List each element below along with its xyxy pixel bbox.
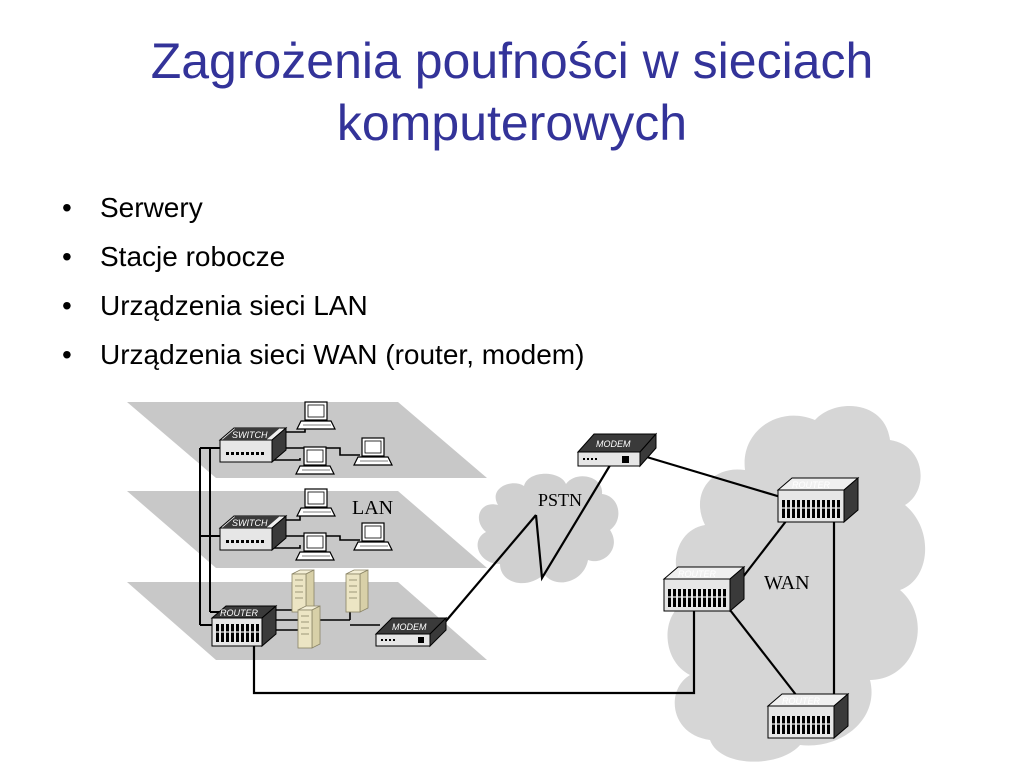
bullet-item: • Serwery [58,186,584,235]
wan-links [252,453,836,701]
bullet-item: • Urządzenia sieci WAN (router, modem) [58,333,584,382]
wan-router-top: ROUTER [777,477,859,523]
switch-label: SWITCH [232,430,268,440]
wan-label: WAN [764,572,810,594]
slide-title-line-1: Zagrożenia poufności w sieciach [150,33,874,89]
bullet-item: • Stacje robocze [58,235,584,284]
slide-title: Zagrożenia poufności w sieciach komputer… [0,30,1024,154]
server-tower [345,569,369,613]
lan-backbone-cables [199,447,222,626]
wan-router-middle: ROUTER [663,566,745,612]
bullet-marker: • [62,290,72,321]
router-label: ROUTER [220,608,259,618]
server-tower [297,605,321,649]
modem-label: MODEM [596,439,631,449]
bullet-item: • Urządzenia sieci LAN [58,284,584,333]
bullet-text: Urządzenia sieci LAN [100,290,368,321]
lan-plane-top [127,402,487,478]
wan-cloud [667,406,926,762]
pstn-label: PSTN [538,490,582,510]
bullet-marker: • [62,241,72,272]
network-diagram: SWITCH SWITCH ROUTER MODEM [127,401,926,762]
bullet-text: Serwery [100,192,203,223]
pstn-modem-device: MODEM [576,432,658,468]
lan-modem-device: MODEM [374,616,448,648]
lan-label: LAN [352,497,393,519]
bullet-marker: • [62,339,72,370]
router-label: ROUTER [792,480,831,490]
lan-plane-middle [127,491,487,568]
router-label: ROUTER [678,569,717,579]
switch-device: SWITCH [218,514,288,552]
pstn-cloud [477,473,619,584]
bullet-marker: • [62,192,72,223]
switch-label: SWITCH [232,518,268,528]
bullet-list: • Serwery • Stacje robocze • Urządzenia sie… [58,186,584,382]
lan-router-device: ROUTER [210,604,278,648]
modem-label: MODEM [392,622,427,632]
bullet-text: Urządzenia sieci WAN (router, modem) [100,339,585,370]
switch-device: SWITCH [218,426,288,464]
bullet-text: Stacje robocze [100,241,286,272]
wan-router-bottom: ROUTER [767,693,849,739]
router-label: ROUTER [782,696,821,706]
slide-title-line-2: komputerowych [336,95,688,151]
